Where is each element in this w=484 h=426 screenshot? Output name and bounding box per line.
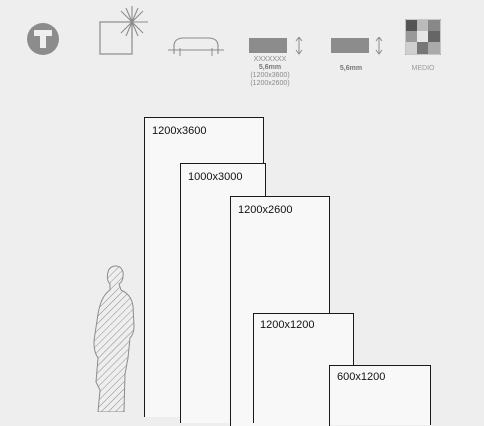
thickness-value: 5,6mm	[234, 64, 306, 72]
format-label-1200x2600: 1200x2600	[238, 204, 292, 216]
format-label-1000x3000: 1000x3000	[188, 171, 242, 183]
format-label-1200x1200: 1200x1200	[260, 319, 314, 331]
tile-t-logo-icon	[26, 22, 60, 56]
thickness-2-label: 5,6mm	[326, 65, 376, 73]
glossy-surface-icon	[98, 6, 148, 56]
format-label-1200x3600: 1200x3600	[152, 125, 206, 137]
thickness-note-2: (1200x2600)	[234, 80, 306, 88]
thickness-code: XXXXXXX	[234, 56, 306, 64]
thickness-slab-icon	[249, 37, 305, 55]
variation-label: MEDIO	[400, 65, 446, 72]
shade-variation-grid-icon	[405, 19, 441, 55]
rounded-edge-icon	[168, 34, 224, 58]
thickness-note-1: (1200x3600)	[234, 72, 306, 80]
thickness-label-group: XXXXXXX 5,6mm (1200x3600) (1200x2600)	[234, 56, 306, 88]
human-scale-figure	[88, 262, 140, 417]
thickness-slab-icon-2	[331, 37, 387, 55]
format-label-600x1200: 600x1200	[337, 371, 385, 383]
